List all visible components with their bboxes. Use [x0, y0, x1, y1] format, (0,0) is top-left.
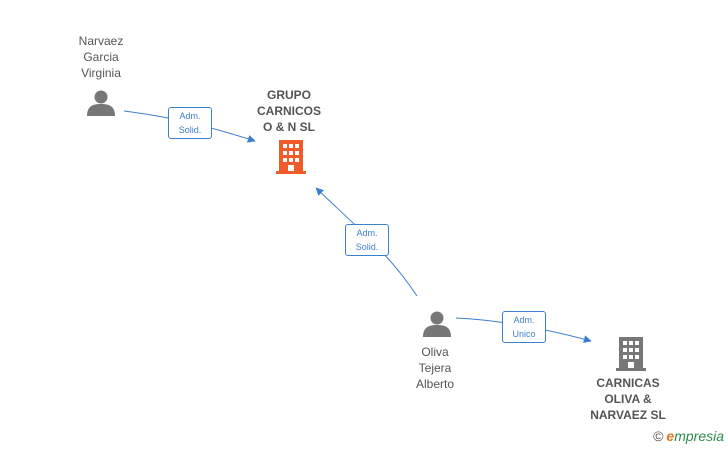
relation-label: Adm. Solid.	[168, 107, 212, 139]
brand-initial: e	[666, 428, 675, 444]
company-name[interactable]: GRUPO CARNICOS O & N SL	[256, 88, 321, 134]
relation-label: Adm. Solid.	[345, 224, 389, 256]
person-icon[interactable]	[423, 311, 451, 338]
brand-name: mpresia	[674, 428, 724, 444]
person-name[interactable]: Narvaez Garcia Virginia	[78, 34, 124, 80]
person-name[interactable]: Oliva Tejera Alberto	[415, 345, 455, 391]
empresia-watermark: ©empresia	[653, 428, 724, 444]
company-name[interactable]: CARNICAS OLIVA & NARVAEZ SL	[590, 376, 666, 422]
person-icon[interactable]	[87, 90, 115, 117]
relation-label: Adm. Unico	[502, 311, 546, 343]
copyright-icon: ©	[653, 428, 664, 444]
building-icon[interactable]	[276, 140, 306, 174]
building-icon[interactable]	[616, 337, 646, 371]
